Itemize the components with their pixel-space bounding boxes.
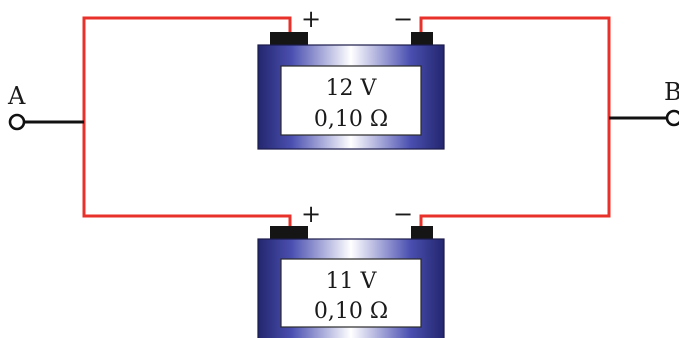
battery-top: + − − 12 V 0,10 Ω [257, 5, 445, 150]
terminal-b-ring [665, 109, 679, 127]
battery-top-voltage: 12 V [326, 76, 378, 101]
wire-top-left [82, 16, 292, 230]
terminal-a: A [7, 82, 26, 131]
battery-bottom-label-panel [280, 258, 422, 328]
battery-top-label-panel [280, 65, 422, 136]
battery-bottom-voltage: 11 V [326, 269, 378, 294]
battery-bottom-negative-post [411, 226, 433, 240]
battery-top-positive-post [270, 32, 308, 46]
wire-top-right [419, 16, 611, 228]
battery-top-negative-sign: − [393, 5, 413, 33]
terminal-b-label: B [664, 78, 679, 106]
battery-bottom: + − 11 V 0,10 Ω [257, 200, 445, 338]
battery-bottom-positive-sign: + [301, 200, 321, 228]
battery-bottom-positive-post [270, 226, 308, 240]
terminal-a-ring [8, 113, 26, 131]
battery-top-positive-sign: + [301, 5, 321, 33]
terminal-b: B [664, 78, 679, 127]
battery-bottom-resistance: 0,10 Ω [314, 299, 388, 324]
battery-bottom-negative-sign: − [393, 200, 413, 228]
terminal-a-label: A [7, 82, 26, 110]
battery-top-resistance: 0,10 Ω [314, 107, 388, 132]
battery-top-negative-post [411, 32, 433, 46]
